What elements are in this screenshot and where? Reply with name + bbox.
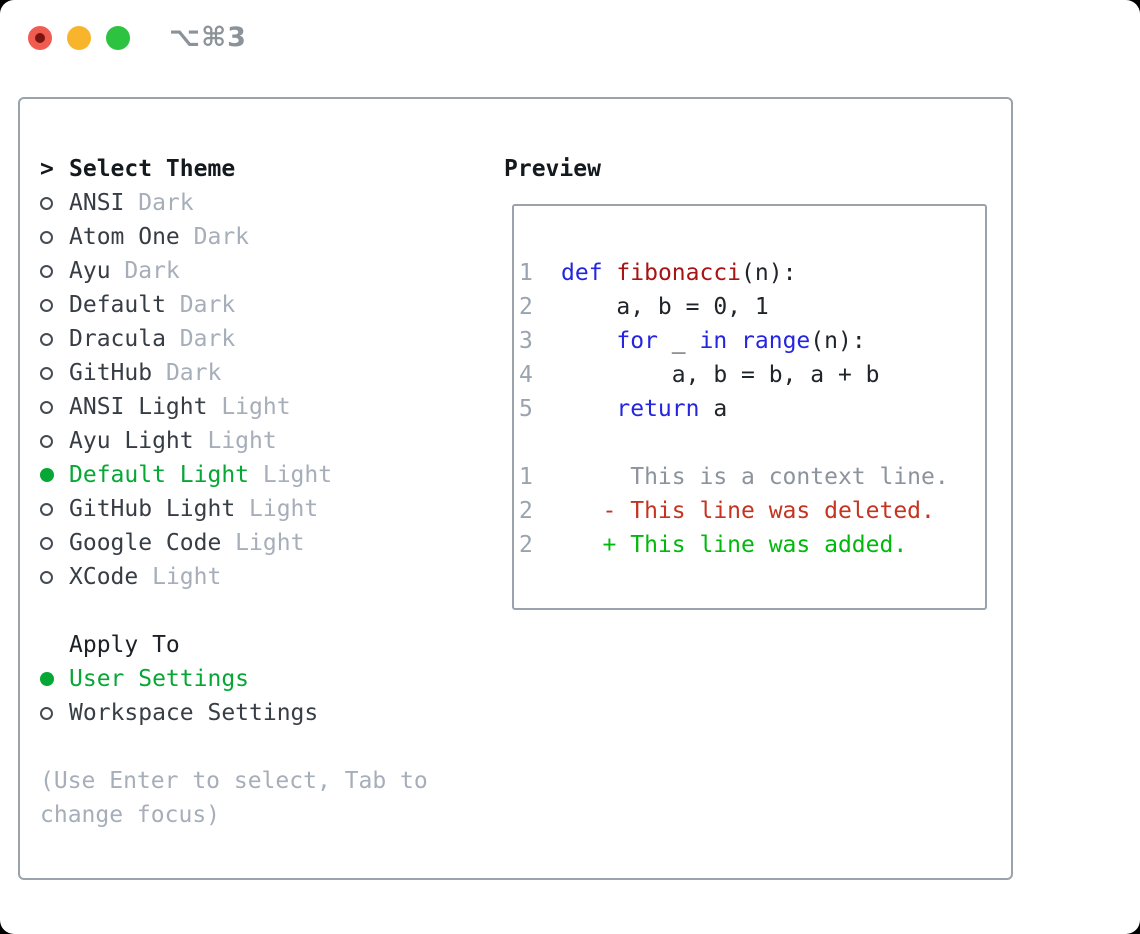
theme-option[interactable]: GitHub Dark — [40, 356, 428, 390]
theme-option[interactable]: Default Light Light — [40, 458, 428, 492]
theme-option-label: Google Code Light — [69, 530, 305, 556]
theme-option-label: Default Dark — [69, 292, 236, 318]
line-number: 2 — [519, 498, 533, 524]
theme-option-label: Ayu Dark — [69, 258, 180, 284]
maximize-button[interactable] — [106, 26, 130, 50]
theme-option[interactable]: XCode Light — [40, 560, 428, 594]
theme-option-label: Dracula Dark — [69, 326, 236, 352]
window-title: ⌥⌘3 — [169, 22, 247, 53]
theme-option[interactable]: Ayu Light Light — [40, 424, 428, 458]
line-number: 2 — [519, 294, 533, 320]
radio-selected-icon — [40, 672, 54, 686]
apply-to-header-row: Apply To — [40, 628, 428, 662]
line-number: 1 — [519, 260, 533, 286]
window-titlebar: ⌥⌘3 — [28, 22, 247, 53]
radio-unselected-icon — [40, 536, 53, 550]
line-number: 4 — [519, 362, 533, 388]
theme-option[interactable]: ANSI Dark — [40, 186, 428, 220]
apply-to-option-label: Workspace Settings — [69, 700, 319, 726]
theme-option-label: Default Light Light — [69, 462, 333, 488]
preview-header: Preview — [504, 156, 601, 182]
radio-unselected-icon — [40, 230, 53, 244]
theme-option-label: GitHub Light Light — [69, 496, 319, 522]
radio-unselected-icon — [40, 400, 53, 414]
apply-to-option[interactable]: Workspace Settings — [40, 696, 428, 730]
spacer-row — [40, 594, 428, 628]
theme-option[interactable]: Google Code Light — [40, 526, 428, 560]
select-theme-header-row: > Select Theme — [40, 152, 428, 186]
theme-option-label: Ayu Light Light — [69, 428, 277, 454]
code-line: 2 a, b = 0, 1 — [519, 294, 769, 320]
radio-unselected-icon — [40, 298, 53, 312]
radio-unselected-icon — [40, 570, 53, 584]
radio-unselected-icon — [40, 264, 53, 278]
close-button[interactable] — [28, 26, 52, 50]
radio-unselected-icon — [40, 196, 53, 210]
spacer-row — [40, 730, 428, 764]
theme-option[interactable]: ANSI Light Light — [40, 390, 428, 424]
radio-unselected-icon — [40, 502, 53, 516]
radio-unselected-icon — [40, 434, 53, 448]
apply-to-option-label: User Settings — [69, 666, 250, 692]
theme-option-label: ANSI Dark — [69, 190, 194, 216]
theme-option[interactable]: Dracula Dark — [40, 322, 428, 356]
close-dot-icon — [35, 33, 45, 43]
apply-to-header: Apply To — [69, 632, 180, 658]
code-line: 2 + This line was added. — [519, 532, 908, 558]
radio-unselected-icon — [40, 366, 53, 380]
line-number: 5 — [519, 396, 533, 422]
line-number: 3 — [519, 328, 533, 354]
line-number: 1 — [519, 464, 533, 490]
radio-unselected-icon — [40, 706, 53, 720]
help-hint-line1: (Use Enter to select, Tab to — [40, 768, 428, 794]
code-line: 4 a, b = b, a + b — [519, 362, 880, 388]
code-line: 2 - This line was deleted. — [519, 498, 935, 524]
theme-option-label: Atom One Dark — [69, 224, 250, 250]
line-number: 2 — [519, 532, 533, 558]
theme-option[interactable]: Default Dark — [40, 288, 428, 322]
theme-option-label: XCode Light — [69, 564, 222, 590]
minimize-button[interactable] — [67, 26, 91, 50]
code-line — [519, 426, 949, 460]
code-line: 3 for _ in range(n): — [519, 328, 866, 354]
theme-option-label: ANSI Light Light — [69, 394, 291, 420]
help-hint-line2: change focus) — [40, 802, 221, 828]
theme-option[interactable]: GitHub Light Light — [40, 492, 428, 526]
radio-selected-icon — [40, 468, 54, 482]
select-theme-header: Select Theme — [69, 156, 236, 182]
selection-caret: > — [40, 156, 54, 182]
theme-option[interactable]: Atom One Dark — [40, 220, 428, 254]
radio-unselected-icon — [40, 332, 53, 346]
code-line: 5 return a — [519, 396, 728, 422]
code-line: 1 This is a context line. — [519, 464, 949, 490]
apply-to-option[interactable]: User Settings — [40, 662, 428, 696]
theme-option[interactable]: Ayu Dark — [40, 254, 428, 288]
theme-option-label: GitHub Dark — [69, 360, 222, 386]
